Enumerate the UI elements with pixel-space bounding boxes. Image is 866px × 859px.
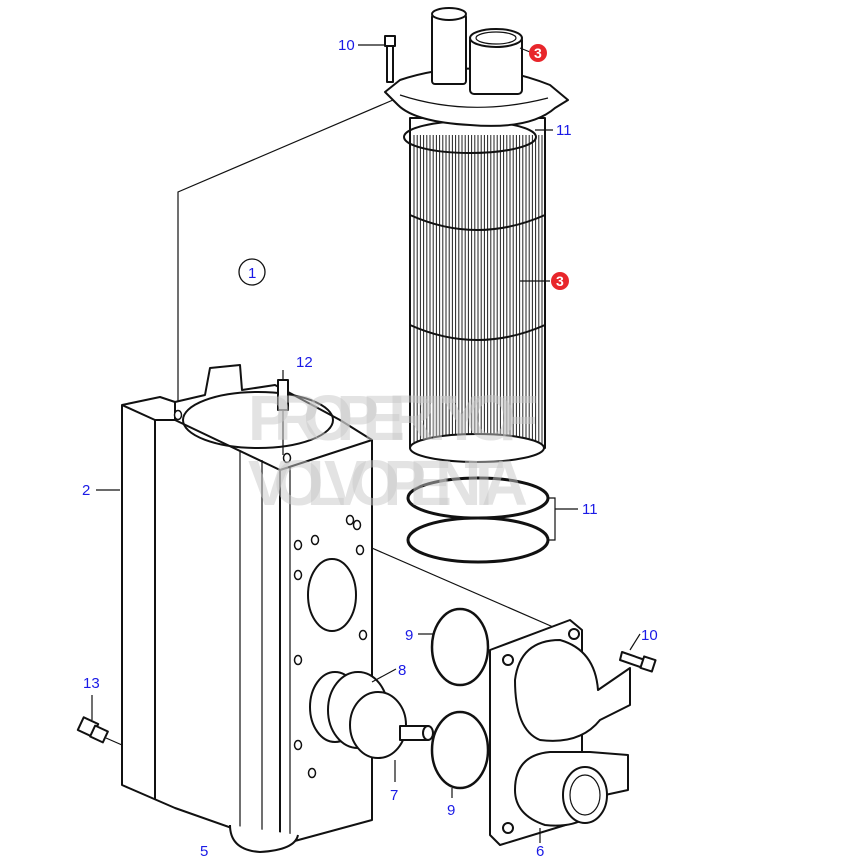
label-thermostat-housing: 6 [536, 843, 544, 859]
bolt-top [384, 35, 396, 83]
seal-lower [430, 710, 490, 790]
nipple-fitting [277, 370, 289, 455]
watermark-line-1: PROPERTY OF [248, 382, 538, 454]
label-thermostat: 7 [390, 787, 398, 804]
filter-cap [384, 7, 569, 127]
label-bolt-top: 10 [338, 37, 355, 54]
label-orings-bottom: 11 [582, 501, 598, 518]
svg-text:3: 3 [534, 45, 542, 61]
label-plug: 13 [83, 675, 100, 692]
seal-upper [430, 607, 490, 687]
watermark-line-2: VOLVO PENTA [248, 447, 528, 519]
label-seal-upper: 9 [405, 627, 413, 644]
watermark: PROPERTY OF VOLVO PENTA [248, 382, 538, 519]
bolt-hole [173, 409, 183, 421]
bolt-right [619, 651, 657, 673]
badge-filter-highlight: 3 [551, 272, 569, 290]
bolt-hole [293, 654, 303, 666]
label-bolt-right: 10 [641, 627, 658, 644]
bolt-hole [293, 569, 303, 581]
bolt-hole [293, 539, 303, 551]
leader-assembly [177, 99, 394, 410]
label-seal-lower: 9 [447, 802, 455, 819]
label-bottom-part: 5 [200, 843, 208, 859]
thermostat-housing [489, 619, 631, 846]
bolt-hole [293, 739, 303, 751]
bolt-hole [352, 519, 362, 531]
svg-text:1: 1 [248, 265, 256, 282]
svg-text:3: 3 [556, 273, 564, 289]
label-thermostat-seal: 8 [398, 662, 406, 679]
thermostat [309, 671, 434, 759]
assembly-number-badge: 1 [238, 258, 266, 286]
bolt-hole [307, 767, 317, 779]
bolt-hole [345, 514, 355, 526]
label-housing: 2 [82, 482, 90, 499]
label-nipple: 12 [296, 354, 313, 371]
plug [76, 695, 123, 746]
label-oring-top: 11 [556, 122, 572, 139]
bolt-hole [282, 452, 292, 464]
bolt-hole [355, 544, 365, 556]
badge-cap-highlight: 3 [529, 44, 547, 62]
filter-element [403, 117, 546, 463]
housing-block [121, 364, 373, 853]
bolt-hole [358, 629, 368, 641]
bolt-hole [310, 534, 320, 546]
leader-housing-bolt [364, 544, 561, 631]
